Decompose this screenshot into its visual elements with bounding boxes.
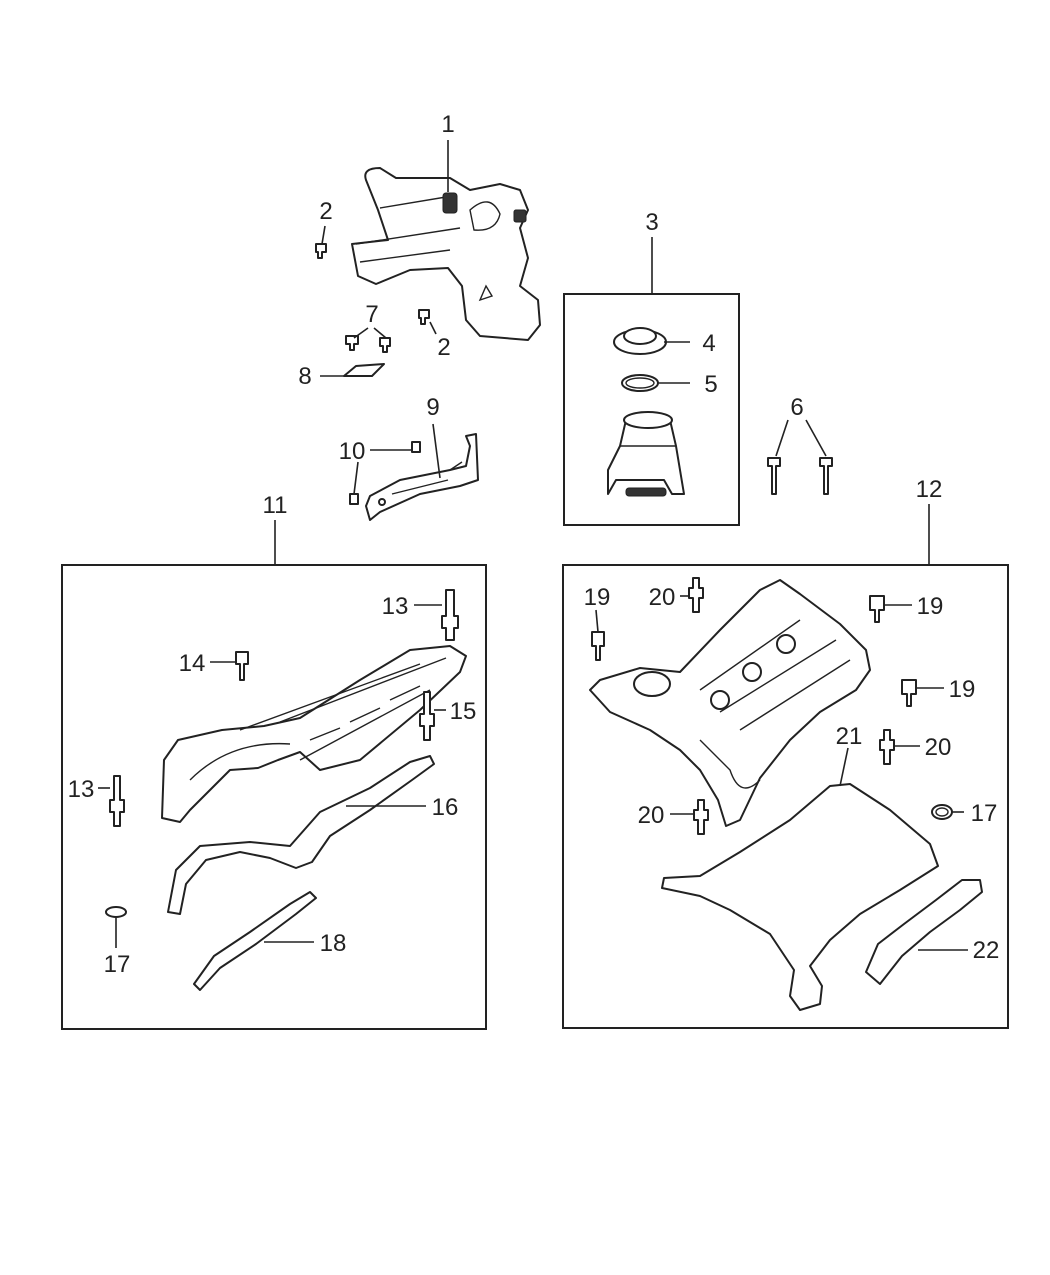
callout-7: 7	[365, 301, 378, 328]
callout-3: 3	[645, 209, 658, 236]
callout-17-left: 17	[104, 951, 131, 978]
callout-14: 14	[179, 650, 206, 677]
part-19-bolt-c	[901, 679, 917, 707]
callout-4: 4	[702, 330, 715, 357]
callout-21: 21	[836, 723, 863, 750]
part-13-stud-lower	[109, 775, 125, 827]
callout-19-a: 19	[584, 584, 611, 611]
part-19-bolt-b	[869, 595, 885, 623]
part-17-seal-right	[931, 804, 953, 820]
callout-22: 22	[973, 937, 1000, 964]
callout-9: 9	[426, 394, 439, 421]
callout-11: 11	[263, 492, 288, 519]
part-9-bracket	[365, 433, 479, 521]
part-20-stud-a	[688, 577, 704, 613]
callout-1: 1	[441, 111, 454, 138]
callout-15: 15	[450, 698, 477, 725]
part-2-bolt-upper	[315, 243, 327, 259]
callout-13-lower: 13	[68, 776, 95, 803]
callout-8: 8	[298, 363, 311, 390]
callout-10: 10	[339, 438, 366, 465]
part-1-heat-shield	[351, 167, 541, 341]
part-14-bolt	[235, 651, 249, 681]
part-19-bolt-a	[591, 631, 605, 661]
callout-2-upper: 2	[319, 198, 332, 225]
callout-19-c: 19	[949, 676, 976, 703]
part-10-clip	[349, 441, 421, 505]
part-11-valve-cover	[161, 645, 467, 823]
part-17-seal-left	[105, 906, 127, 918]
leader-lines	[98, 140, 968, 951]
group-box-12	[562, 564, 1009, 1029]
part-8-clip	[343, 363, 385, 377]
part-6-bolts	[767, 457, 833, 495]
callout-20-c: 20	[638, 802, 665, 829]
part-3-filler-neck	[607, 411, 685, 497]
part-18-gasket-strip	[193, 891, 317, 991]
callouts: 1 2 2 3 4 5 6 7 8 9 10 11 12 13 13 14 15…	[68, 111, 1000, 978]
callout-12: 12	[916, 476, 943, 503]
part-20-stud-c	[693, 799, 709, 835]
part-15-stud	[419, 691, 435, 741]
part-16-gasket	[167, 755, 435, 915]
callout-13-upper: 13	[382, 593, 409, 620]
callout-5: 5	[704, 371, 717, 398]
group-box-11	[61, 564, 487, 1030]
callout-18: 18	[320, 930, 347, 957]
part-7-studs	[345, 335, 391, 353]
part-22-seal-strip	[865, 879, 983, 985]
callout-20-a: 20	[649, 584, 676, 611]
callout-16: 16	[432, 794, 459, 821]
part-4-cap	[613, 327, 667, 355]
callout-17-right: 17	[971, 800, 998, 827]
callout-19-b: 19	[917, 593, 944, 620]
callout-6: 6	[790, 394, 803, 421]
part-20-stud-b	[879, 729, 895, 765]
part-13-stud-upper	[441, 589, 459, 641]
part-12-valve-cover	[589, 579, 871, 827]
callout-2-lower: 2	[437, 334, 450, 361]
part-5-o-ring	[621, 374, 659, 392]
part-21-gasket	[661, 783, 939, 1011]
callout-20-b: 20	[925, 734, 952, 761]
part-2-bolt-lower	[418, 309, 430, 325]
